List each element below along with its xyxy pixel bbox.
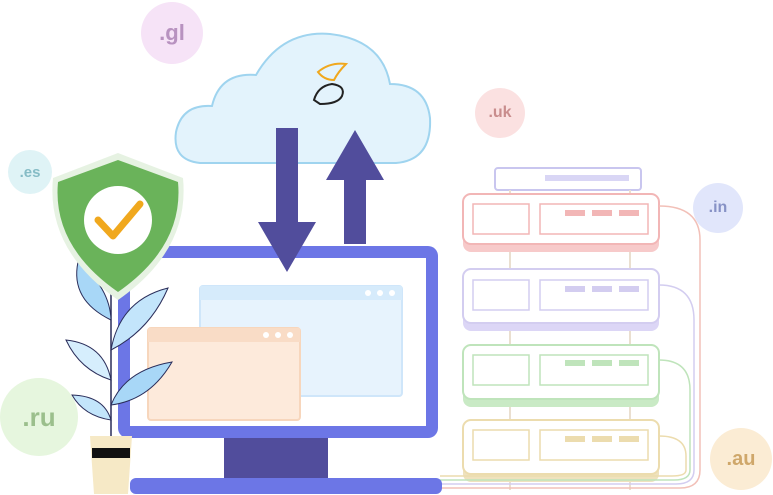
domain-label: .in xyxy=(708,199,728,216)
brand-logo-icon xyxy=(312,62,349,106)
domain-label: .au xyxy=(726,447,756,470)
domain-label: .es xyxy=(19,163,41,181)
download-arrow-icon xyxy=(258,128,316,272)
domain-label: .gl xyxy=(159,20,185,45)
upload-arrow-icon xyxy=(326,130,384,244)
monitor-icon xyxy=(118,246,442,494)
domain-bubble-ru: .ru xyxy=(0,378,78,456)
plant-icon xyxy=(65,261,173,494)
shield-check-icon xyxy=(52,153,184,300)
domain-bubble-au: .au xyxy=(710,428,772,490)
server-rack-icon xyxy=(440,167,701,490)
domain-bubble-uk: .uk xyxy=(475,88,525,138)
domain-bubble-in: .in xyxy=(693,183,743,233)
domain-label: .uk xyxy=(488,104,512,121)
domain-bubble-es: .es xyxy=(8,150,52,194)
domain-label: .ru xyxy=(22,401,56,432)
cloud-icon xyxy=(174,32,432,164)
domain-bubble-gl: .gl xyxy=(141,2,203,64)
